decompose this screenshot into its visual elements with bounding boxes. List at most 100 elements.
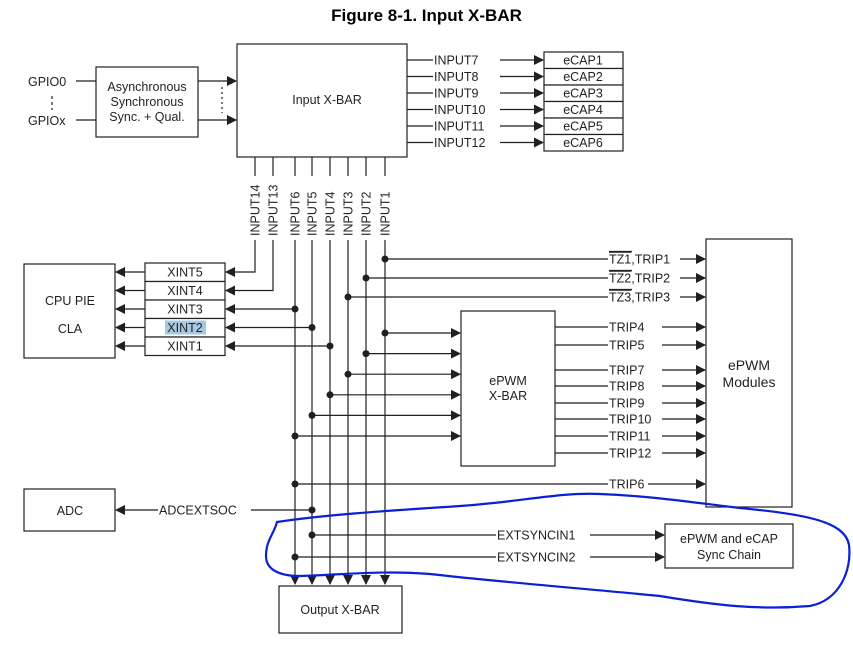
qual-line-1: Asynchronous <box>107 80 186 94</box>
input5-label: INPUT5 <box>306 192 320 237</box>
ecap3-label: eCAP3 <box>563 87 603 101</box>
tz2-trip-name: ,TRIP2 <box>631 272 670 286</box>
tz2-label: TZ2,TRIP2 <box>609 272 670 286</box>
tz2-overline-name: TZ2 <box>609 272 631 286</box>
input-xbar-label: Input X-BAR <box>292 93 361 107</box>
ecap4-label: eCAP4 <box>563 103 603 117</box>
input1-label: INPUT1 <box>379 192 393 237</box>
trip12-label: TRIP12 <box>609 447 651 461</box>
sync-chain-label-2: Sync Chain <box>697 548 761 562</box>
adc-block <box>23 488 116 532</box>
xint1-label: XINT1 <box>167 340 202 354</box>
trip6-connection: TRIP6 <box>291 478 706 492</box>
input4-label: INPUT4 <box>324 192 338 237</box>
epwm-modules-block <box>705 238 793 508</box>
input13-label: INPUT13 <box>267 185 281 236</box>
trip10-label: TRIP10 <box>609 413 651 427</box>
epwm-xbar-in-dot-input5 <box>308 411 316 419</box>
output-xbar-label: Output X-BAR <box>300 603 379 617</box>
trip4-label: TRIP4 <box>609 321 644 335</box>
adcextsoc-label: ADCEXTSOC <box>159 504 237 518</box>
xint1-junction-dot <box>326 342 334 350</box>
tz3-trip-name: ,TRIP3 <box>631 291 670 305</box>
epwm-xbar-inputs <box>291 328 461 441</box>
tz3-overline-name: TZ3 <box>609 291 631 305</box>
epwm-xbar-outputs: TRIP4TRIP5TRIP7TRIP8TRIP9TRIP10TRIP11TRI… <box>555 321 706 461</box>
cla-label: CLA <box>58 322 83 336</box>
qualification-block <box>95 66 199 138</box>
cpu-pie-label: CPU PIE <box>45 294 95 308</box>
xint4-source-wire <box>225 240 274 296</box>
input9-label: INPUT9 <box>434 87 479 101</box>
epwm-xbar-in-dot-input1 <box>381 329 389 337</box>
input8-label: INPUT8 <box>434 70 479 84</box>
ecap5-label: eCAP5 <box>563 120 603 134</box>
input3-label: INPUT3 <box>342 192 356 237</box>
cpu-pie-cla-block <box>23 263 116 359</box>
tz1-trip-name: ,TRIP1 <box>631 253 670 267</box>
xint3-junction-dot <box>291 305 299 313</box>
input11-label: INPUT11 <box>434 120 485 134</box>
trip6-junction-dot <box>291 480 299 488</box>
input2-label: INPUT2 <box>360 192 374 237</box>
xint2-label: XINT2 <box>167 321 202 335</box>
xint5-label: XINT5 <box>167 266 202 280</box>
ecap2-label: eCAP2 <box>563 70 603 84</box>
tz1-junction-dot <box>381 255 389 263</box>
trip9-label: TRIP9 <box>609 397 644 411</box>
tz3-label: TZ3,TRIP3 <box>609 291 670 305</box>
epwm-xbar-label-2: X-BAR <box>489 389 527 403</box>
epwm-xbar-block <box>460 310 556 467</box>
trip7-label: TRIP7 <box>609 364 644 378</box>
input7-label: INPUT7 <box>434 54 479 68</box>
epwm-xbar-label-1: ePWM <box>489 374 527 388</box>
figure-title: Figure 8-1. Input X-BAR <box>331 6 522 25</box>
xint2-selection-highlight <box>165 320 206 335</box>
hand-drawn-annotation <box>264 492 851 609</box>
trip8-label: TRIP8 <box>609 380 644 394</box>
input10-label: INPUT10 <box>434 103 485 117</box>
epwm-xbar-in-dot-input6 <box>291 432 299 440</box>
input-xbar-block <box>236 43 408 158</box>
ecap1-label: eCAP1 <box>563 54 603 68</box>
epwm-modules-label-1: ePWM <box>728 357 770 373</box>
qual-line-3: Sync. + Qual. <box>109 110 184 124</box>
gpio0-label: GPIO0 <box>28 75 66 89</box>
adcextsoc-junction-dot <box>308 506 316 514</box>
input12-label: INPUT12 <box>434 136 485 150</box>
qual-line-2: Synchronous <box>111 95 184 109</box>
tz2-junction-dot <box>362 274 370 282</box>
epwm-xbar-in-dot-input3 <box>344 370 352 378</box>
xint2-junction-dot <box>308 324 316 331</box>
gpiox-label: GPIOx <box>28 114 66 128</box>
xint3-label: XINT3 <box>167 303 202 317</box>
extsyncin2-label: EXTSYNCIN2 <box>497 551 576 565</box>
trip5-label: TRIP5 <box>609 339 644 353</box>
epwm-xbar-in-dot-input4 <box>326 391 334 399</box>
epwm-modules-label-2: Modules <box>723 374 776 390</box>
xint4-label: XINT4 <box>167 284 202 298</box>
sync-chain-label-1: ePWM and eCAP <box>680 532 778 546</box>
sync-chain-block <box>664 523 794 569</box>
tz3-junction-dot <box>344 293 352 301</box>
input14-label: INPUT14 <box>249 185 263 236</box>
input6-label: INPUT6 <box>289 192 303 237</box>
epwm-xbar-in-dot-input2 <box>362 350 370 358</box>
tz1-label: TZ1,TRIP1 <box>609 253 670 267</box>
ecap6-block <box>543 133 624 152</box>
tz1-overline-name: TZ1 <box>609 253 631 267</box>
adcextsoc-connection: ADCEXTSOC <box>115 504 316 518</box>
trip11-label: TRIP11 <box>609 430 650 444</box>
extsyncin1-label: EXTSYNCIN1 <box>497 529 576 543</box>
ecap6-label: eCAP6 <box>563 136 603 150</box>
extsyncin2-junction-dot <box>291 553 299 561</box>
adc-label: ADC <box>57 504 83 518</box>
trip6-label: TRIP6 <box>609 478 644 492</box>
xint5-source-wire <box>225 240 256 277</box>
